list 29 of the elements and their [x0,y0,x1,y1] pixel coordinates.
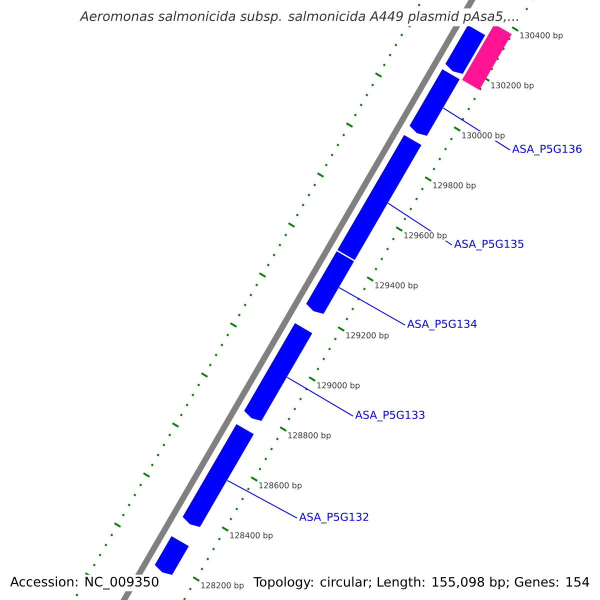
title: Aeromonas salmonicida subsp. salmonicida A449 plasmid pAsa5,... [78,8,522,26]
tick-label: 129200 bp [344,331,390,341]
leader-line [286,376,354,416]
gene-label: ASA_P5G135 [454,240,524,250]
gene-feature [182,424,254,527]
gene-label: ASA_P5G136 [512,144,582,156]
tick-label: 128600 bp [258,481,303,491]
tick-label: 128200 bp [200,581,245,591]
tick-label: 129400 bp [374,281,419,291]
gene-label: ASA_P5G132 [299,512,368,524]
summary-text: Topology: circular; Length: 155,098 bp; Genes: 154 [252,574,592,592]
tick-label: 129800 bp [432,181,477,191]
gene-feature [410,69,460,136]
tick-label: 128800 bp [286,431,332,441]
gene-feature [154,536,189,575]
gene-feature [445,25,486,74]
gene-feature [244,323,312,421]
gene-label: ASA_P5G133 [355,410,424,422]
accession-text: Accession: NC_009350 [8,574,161,592]
tick-label: 130200 bp [490,81,535,91]
tick-label: 129000 bp [316,381,361,391]
tick-label: 128400 bp [228,531,274,541]
gene-label: ASA_P5G134 [407,320,477,330]
tick-label: 129600 bp [402,231,448,241]
leader-line [226,480,298,518]
tick-label: 130400 bp [518,31,564,41]
leader-line [338,287,406,326]
tick-label: 130000 bp [460,131,506,141]
gene-feature [306,251,354,314]
